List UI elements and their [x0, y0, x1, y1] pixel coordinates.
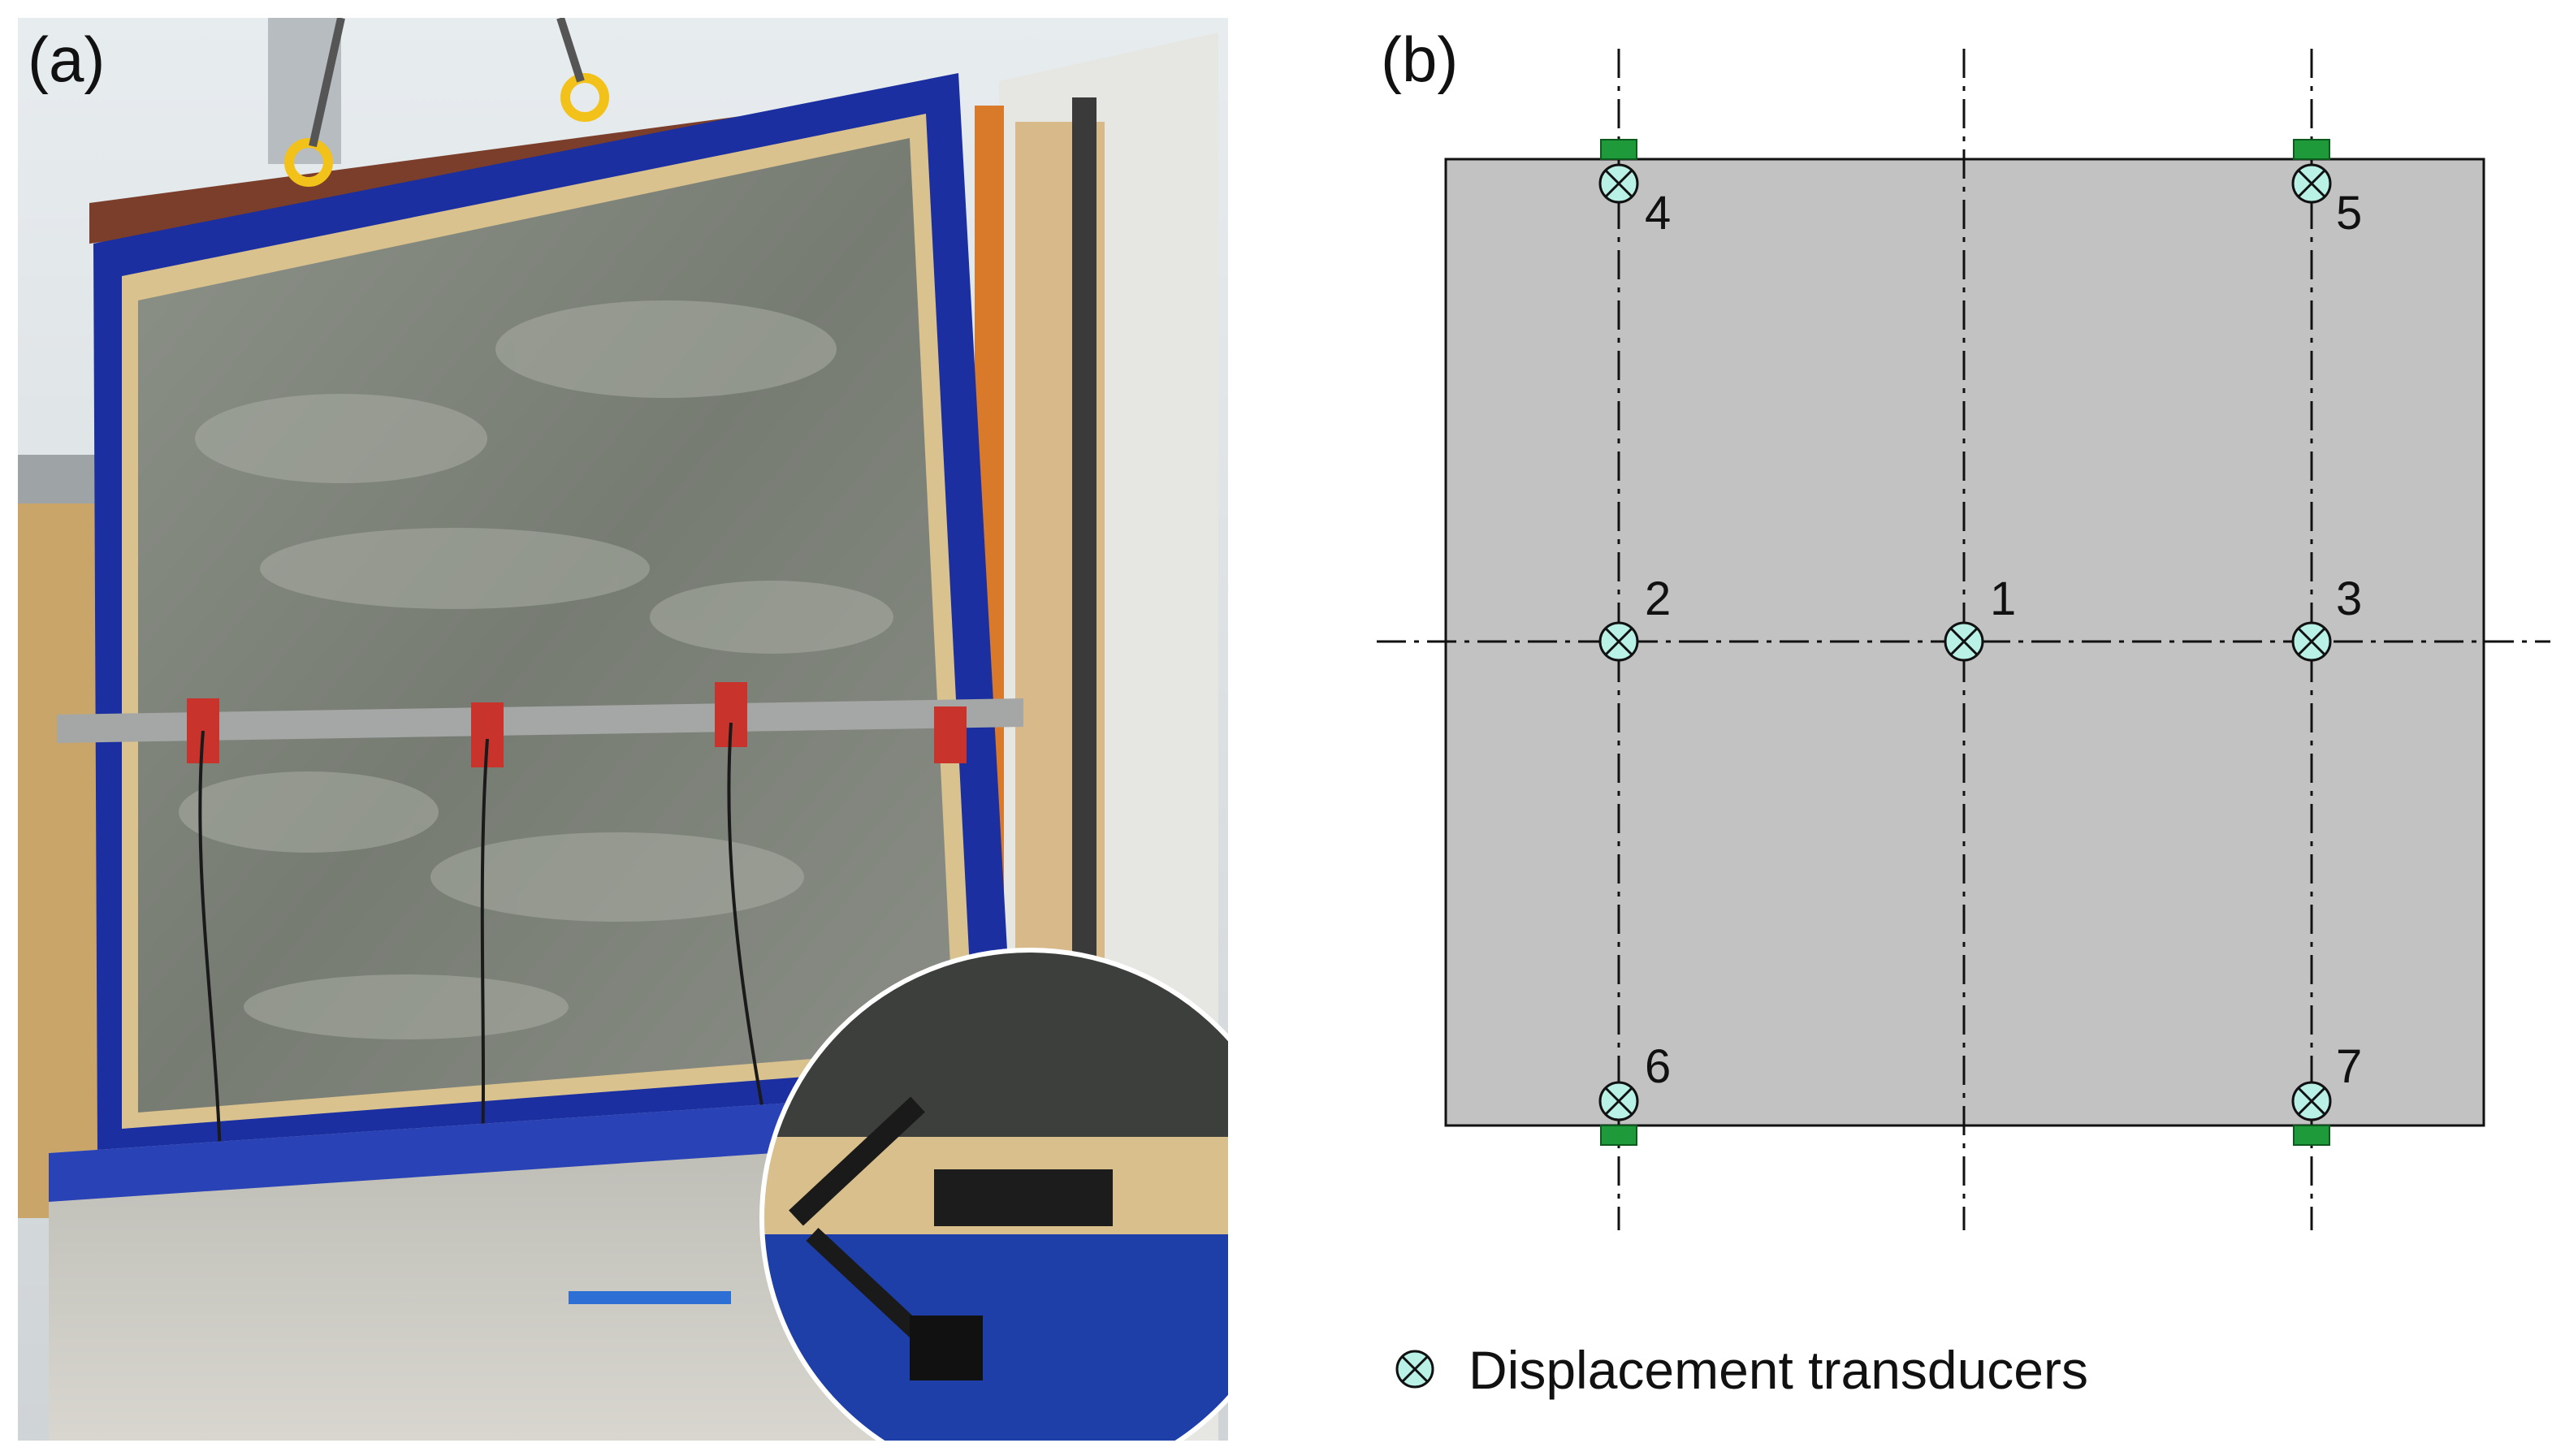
grid-axes [1377, 49, 2550, 1230]
panel-b-label: (b) [1381, 24, 1458, 95]
transducer-6-icon [1598, 1081, 1639, 1121]
transducer-7-icon [2291, 1081, 2332, 1121]
support-bottom-left [1600, 1125, 1637, 1146]
transducer-2-icon [1598, 621, 1639, 662]
transducer-4-icon [1598, 163, 1639, 204]
support-bottom-right [2293, 1125, 2330, 1146]
inset-closeup [762, 950, 1228, 1441]
transducers [1598, 163, 2332, 1121]
label-7: 7 [2336, 1040, 2362, 1093]
panel-a-label: (a) [28, 24, 105, 95]
support-top-left [1600, 139, 1637, 160]
label-1: 1 [1990, 572, 2016, 625]
label-3: 3 [2336, 572, 2362, 625]
crossed-circle-icon [1395, 1350, 1434, 1389]
transducer-5-icon [2291, 163, 2332, 204]
transducer-1-icon [1944, 621, 1984, 662]
test-photo [18, 18, 1228, 1441]
transducer-3-icon [2291, 621, 2332, 662]
label-6: 6 [1645, 1040, 1671, 1093]
label-4: 4 [1645, 187, 1671, 240]
support-top-right [2293, 139, 2330, 160]
legend: Displacement transducers [1395, 1340, 2088, 1400]
legend-label: Displacement transducers [1468, 1340, 2088, 1400]
supports [1600, 139, 2330, 1146]
label-2: 2 [1645, 572, 1671, 625]
label-5: 5 [2336, 187, 2362, 240]
